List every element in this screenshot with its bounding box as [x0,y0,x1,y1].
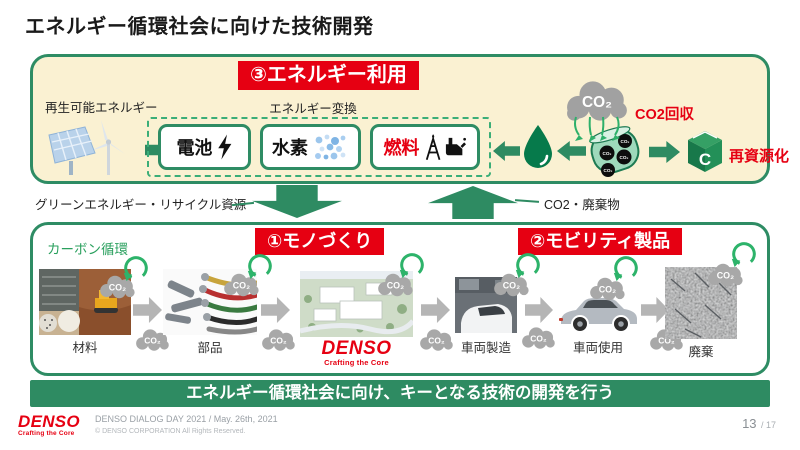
vehicle-use-image [559,298,637,331]
co2-cloud-icon: CO₂ [136,329,169,351]
page-total: / 17 [760,420,776,430]
flow-connector-line [514,199,540,203]
carbon-cube-icon: C [688,131,722,172]
stage-label-material: 材料 [72,341,98,355]
co2-label: CO₂ [144,335,161,345]
co2-cloud-icon: CO₂ [522,327,555,349]
arrow-right-icon [649,141,680,163]
lightning-icon [218,134,232,160]
co2-label: CO₂ [717,271,734,281]
co2-cloud-icon: CO₂ [590,277,625,301]
hydrogen-box: 水素 [259,124,361,170]
co2-recovery-label: CO2回収 [635,107,694,123]
arrow-up-icon [428,186,518,219]
page-number: 13 / 17 [742,415,776,433]
footer-event-text: DENSO DIALOG DAY 2021 / May. 26th, 2021 [95,414,278,424]
capture-co2-label: CO₂ [603,151,612,156]
recycle-arrow-icon [613,256,638,282]
stage-label-vehicle-use: 車両使用 [572,341,623,355]
renewable-energy-icon [48,120,125,175]
battery-box: 電池 [158,124,251,170]
co2-cloud-icon: CO₂ [224,273,259,297]
arrow-left-icon [557,141,586,161]
carbon-cycle-label: カーボン循環 [47,242,128,257]
stage-label-disposal: 廃棄 [688,345,714,359]
recycle-arrow-icon [399,253,424,279]
co2-cloud-icon: CO₂ [378,273,413,297]
stage-label-parts: 部品 [197,341,223,355]
footer-logo-tagline: Crafting the Core [18,430,75,437]
denso-logo: DENSO Crafting the Core [300,339,413,367]
footer-logo-text: DENSO [18,412,80,431]
energy-conversion-group: 電池 水素 燃料 [147,117,491,177]
renewable-energy-label: 再生可能エネルギー [45,101,158,115]
carbon-cycle-section: カーボン循環 ①モノづくり ②モビリティ製品 材料 CO₂ [30,222,770,376]
energy-use-banner: ③エネルギー利用 [238,61,419,90]
footer-denso-logo: DENSO Crafting the Core [18,413,80,437]
green-fuel-drop-icon [524,125,552,168]
co2-label: CO₂ [530,333,547,343]
co2-cloud-icon: CO₂ [494,273,529,297]
gray-arrow-right-icon [421,297,450,323]
manufacturing-banner: ①モノづくり [255,228,385,255]
energy-use-section: ③エネルギー利用 再生可能エネルギー エネルギー変換 電池 [30,54,789,184]
hydrogen-bubbles-icon [314,134,346,160]
capture-co2-label: CO₂ [620,155,629,160]
mobility-banner: ②モビリティ製品 [518,228,683,255]
energy-conversion-label: エネルギー変換 [269,102,357,116]
page-current: 13 [742,416,757,431]
co2-label: CO₂ [658,335,675,345]
capture-co2-label: CO₂ [604,168,613,173]
capture-co2-label: CO₂ [621,139,630,144]
page-title: エネルギー循環社会に向けた技術開発 [25,16,374,38]
co2-label: CO₂ [109,283,126,293]
arrow-down-icon [252,185,342,218]
battery-label: 電池 [176,138,213,158]
gray-arrow-right-icon [525,297,553,323]
recycle-arrow-icon [515,253,540,279]
fuel-icon [426,134,467,161]
carbon-cube-letter: C [699,150,711,169]
co2-label: CO₂ [387,281,404,291]
co2-label: CO₂ [270,335,287,345]
recycle-arrow-icon [247,254,272,280]
co2-cloud-icon: CO₂ [567,81,627,121]
co2-cloud-label: CO₂ [582,94,612,111]
recycle-resource-label: 再資源化 [729,148,790,165]
co2-cloud-icon: CO₂ [100,275,135,299]
recycle-arrow-icon [731,242,756,268]
stage-label-vehicle-mfg: 車両製造 [460,341,511,355]
co2-label: CO₂ [428,335,445,345]
fuel-label: 燃料 [383,138,420,158]
fuel-box: 燃料 [369,124,480,170]
co2-label: CO₂ [233,281,250,291]
footer-copyright: © DENSO CORPORATION All Rights Reserved. [95,428,246,435]
green-energy-flow-label: グリーンエネルギー・リサイクル資源 [35,198,247,212]
co2-cloud-icon: CO₂ [262,329,295,351]
denso-logo-tagline: Crafting the Core [324,358,389,367]
gray-arrow-right-icon [133,297,162,323]
co2-capture-arrows-icon [574,116,620,142]
recycle-arrow-icon [123,256,148,282]
co2-cloud-icon: CO₂ [708,263,743,287]
co2-label: CO₂ [503,281,520,291]
arrow-left-icon [493,141,520,161]
denso-factory-image [300,271,413,337]
gray-arrow-right-icon [261,297,290,323]
co2-label: CO₂ [599,285,616,295]
co2-cloud-icon: CO₂ [420,329,453,351]
co2-capture-unit-icon: CO₂ CO₂ CO₂ CO₂ [589,126,640,177]
denso-logo-text: DENSO [321,338,392,359]
key-message-banner: エネルギー循環社会に向け、キーとなる技術の開発を行う [30,380,770,407]
hydrogen-label: 水素 [271,138,308,158]
co2-waste-flow-label: CO2・廃棄物 [544,198,620,212]
